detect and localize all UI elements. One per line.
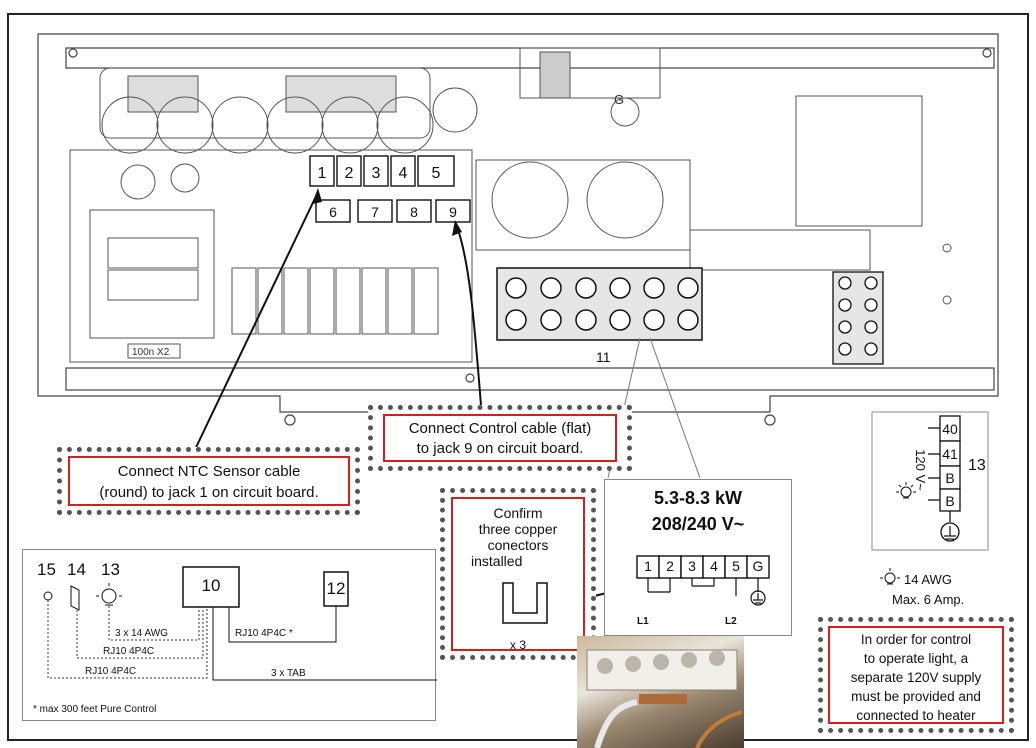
- control-callout-line2: to jack 9 on circuit board.: [416, 440, 584, 457]
- jack-4: [390, 155, 416, 187]
- legend-wire-5: 3 x TAB: [271, 668, 306, 679]
- jack-8-label: 8: [410, 204, 418, 220]
- jack-8: [396, 199, 432, 223]
- legend-wire-4: RJ10 4P4C *: [235, 628, 293, 639]
- confirm-qty: x 3: [509, 638, 526, 652]
- light-line5: connected to heater: [856, 708, 976, 723]
- legend-wiring: [43, 566, 437, 681]
- jack-1-label: 1: [318, 165, 327, 182]
- light-line3: separate 120V supply: [850, 670, 982, 685]
- rp-ref: 13: [968, 457, 986, 474]
- board-label: 100n X2: [132, 347, 170, 358]
- jack-2: [336, 155, 362, 187]
- jack-3-label: 3: [372, 165, 381, 182]
- spec-t4: 4: [710, 558, 718, 574]
- copper-connector-icon: [502, 582, 548, 624]
- spec-l2: L2: [725, 616, 737, 627]
- jack-7-label: 7: [371, 204, 379, 220]
- page-frame: [7, 13, 1029, 741]
- jack-1: [309, 155, 335, 187]
- spec-voltage: 208/240 V~: [651, 514, 745, 534]
- rp-terminal-41: 41: [942, 446, 958, 462]
- terminal-ref-11: 11: [596, 349, 611, 365]
- legend-wire-2: RJ10 4P4C: [103, 646, 155, 657]
- arrow-head-ntc: [312, 188, 322, 204]
- rp-terminal-b1: B: [945, 470, 954, 486]
- spec-terminal-strip: [636, 555, 770, 606]
- jack-9: [435, 199, 471, 223]
- arrow-head-control: [452, 220, 462, 236]
- ntc-callout: Connect NTC Sensor cable (round) to jack…: [68, 456, 350, 506]
- photo-drawing: [586, 649, 743, 748]
- ground-mark: G: [614, 92, 624, 107]
- legend-ref-13: 13: [101, 560, 120, 579]
- jack-9-label: 9: [449, 204, 457, 220]
- legend-ref-14: 14: [67, 560, 86, 579]
- terminal-block-right: [832, 271, 884, 365]
- legend-ref-15: 15: [37, 560, 56, 579]
- spec-t5: 5: [732, 558, 740, 574]
- lw-bulb-icon: [880, 568, 900, 585]
- jack-3: [363, 155, 389, 187]
- control-callout-line1: Connect Control cable (flat): [408, 420, 592, 437]
- rp-terminal-b2: B: [945, 493, 954, 509]
- power-spec-box: 5.3-8.3 kW 208/240 V~ 1 2 3 4 5 G L1 L2: [604, 479, 792, 636]
- jack-4-label: 4: [399, 165, 408, 182]
- ntc-callout-line1: Connect NTC Sensor cable: [117, 463, 301, 480]
- spec-t3: 3: [688, 558, 696, 574]
- heating-elements: [99, 47, 661, 154]
- confirm-callout: Confirm three copper conectors installed…: [451, 497, 585, 652]
- jack-2-label: 2: [345, 165, 354, 182]
- copper-connector-photo: [577, 636, 744, 748]
- jack-5-label: 5: [432, 165, 441, 182]
- spec-power: 5.3-8.3 kW: [653, 488, 743, 508]
- spec-t2: 2: [666, 558, 674, 574]
- confirm-line1: Confirm: [493, 505, 543, 521]
- jack-row-top: [309, 155, 455, 187]
- circuit-board: [69, 149, 473, 363]
- right-panel-box: [871, 411, 989, 551]
- light-line2: to operate light, a: [863, 651, 969, 666]
- legend-box: 15 14 13 10 12 3 x 14 AWG RJ10 4P4C RJ10…: [22, 549, 437, 721]
- spec-tg: G: [752, 558, 764, 574]
- rp-terminal-40: 40: [942, 421, 958, 437]
- rp-bulb-icon: [896, 482, 916, 499]
- light-line1: In order for control: [860, 632, 972, 647]
- legend-wire-1: 3 x 14 AWG: [115, 628, 168, 639]
- thermostat-assembly: [475, 95, 952, 305]
- jack-7: [357, 199, 393, 223]
- jack-6: [315, 199, 351, 223]
- terminal-block-11: [496, 267, 703, 341]
- control-callout: Connect Control cable (flat) to jack 9 o…: [383, 414, 617, 462]
- legend-wire-3: RJ10 4P4C: [85, 666, 137, 677]
- rp-ground-icon: [944, 526, 956, 540]
- confirm-line4: installed: [471, 553, 523, 569]
- legend-footnote: * max 300 feet Pure Control: [33, 704, 157, 715]
- light-line4: must be provided and: [851, 689, 981, 704]
- jack-row-bottom: [315, 199, 471, 223]
- rp-voltage: 120 V~: [913, 449, 928, 491]
- spec-t1: 1: [644, 558, 652, 574]
- jack-6-label: 6: [329, 204, 337, 220]
- legend-box-12: 12: [326, 579, 346, 598]
- confirm-line3: conectors: [487, 537, 549, 553]
- ntc-callout-line2: (round) to jack 1 on circuit board.: [99, 484, 319, 501]
- lw-gauge: 14 AWG: [904, 572, 952, 587]
- legend-box-10: 10: [201, 576, 221, 595]
- spec-l1: L1: [637, 616, 649, 627]
- jack-5: [417, 155, 455, 187]
- light-callout: In order for control to operate light, a…: [828, 626, 1004, 724]
- lw-max: Max. 6 Amp.: [892, 592, 964, 607]
- confirm-line2: three copper: [478, 521, 558, 537]
